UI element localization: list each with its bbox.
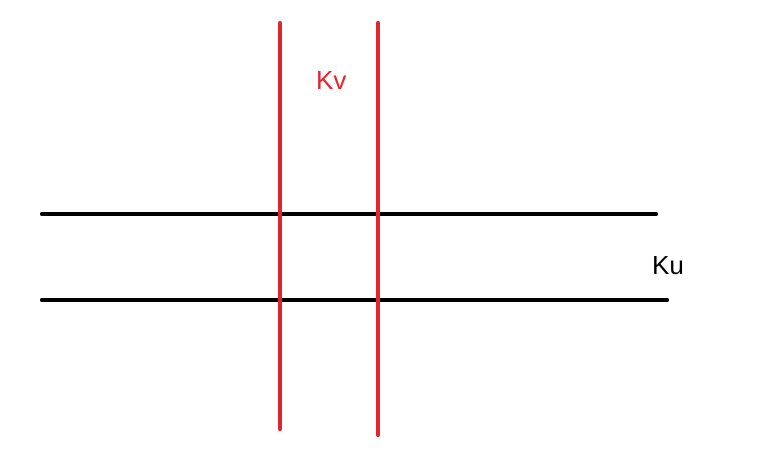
kv-label: Kv [316,65,346,95]
ku-label: Ku [652,250,684,280]
